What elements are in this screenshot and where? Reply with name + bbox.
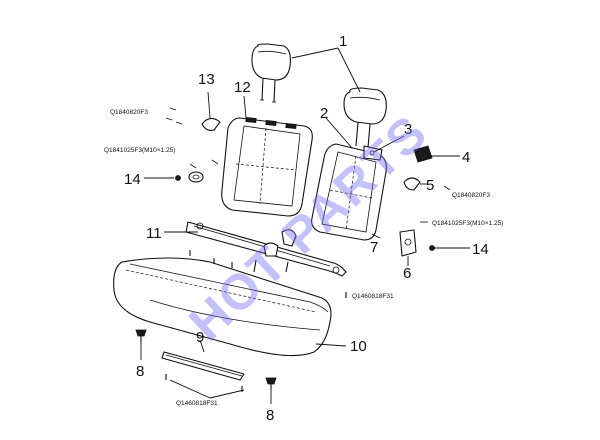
- leader-lines: [140, 47, 470, 404]
- nut-14-left: [175, 175, 181, 181]
- callout-12: 12: [234, 79, 251, 96]
- callout-14-right: 14: [472, 241, 489, 258]
- callout-8-right: 8: [266, 407, 274, 424]
- callout-9: 9: [196, 329, 204, 346]
- code-clip-bottom: Q1460818F31: [176, 400, 218, 407]
- code-bolt-right: Q1841025F3(M10×1.25): [432, 220, 503, 227]
- push-clip-8-left: [135, 329, 147, 342]
- code-screw-left: Q1840820F3: [110, 109, 148, 116]
- callout-6: 6: [403, 265, 411, 282]
- callout-14-left: 14: [124, 171, 141, 188]
- grommet-left: [188, 171, 204, 183]
- bracket-13: [201, 117, 221, 131]
- seat-cushion: [113, 257, 332, 357]
- code-clip-center: Q1460818F31: [352, 293, 394, 300]
- bracket-5: [403, 177, 421, 191]
- nut-14-right: [429, 245, 435, 251]
- clips-center: [165, 250, 347, 392]
- trim-strip: [161, 351, 245, 381]
- left-seatback: [221, 117, 313, 217]
- callout-11: 11: [146, 225, 162, 242]
- hinge-bracket: [363, 145, 383, 161]
- callout-10: 10: [350, 338, 367, 355]
- callout-1: 1: [339, 33, 347, 50]
- latch-4: [413, 145, 433, 163]
- code-screw-right: Q1840820F3: [452, 192, 490, 199]
- code-bolt-left: Q1841025F3(M10×1.25): [104, 147, 175, 154]
- push-clip-8-right: [265, 377, 277, 390]
- screws-left: [165, 107, 219, 169]
- callout-2: 2: [320, 105, 328, 122]
- callout-8-left: 8: [136, 363, 144, 380]
- callout-4: 4: [462, 149, 470, 166]
- left-headrest: [251, 43, 291, 103]
- screws-right: [420, 185, 451, 223]
- seat-frame-bar: [185, 221, 347, 277]
- callout-5: 5: [426, 177, 434, 194]
- hinge-plate-6: [399, 229, 417, 257]
- callout-13: 13: [198, 71, 215, 88]
- right-headrest: [343, 87, 387, 149]
- callout-3: 3: [404, 121, 412, 138]
- callout-7: 7: [370, 239, 378, 256]
